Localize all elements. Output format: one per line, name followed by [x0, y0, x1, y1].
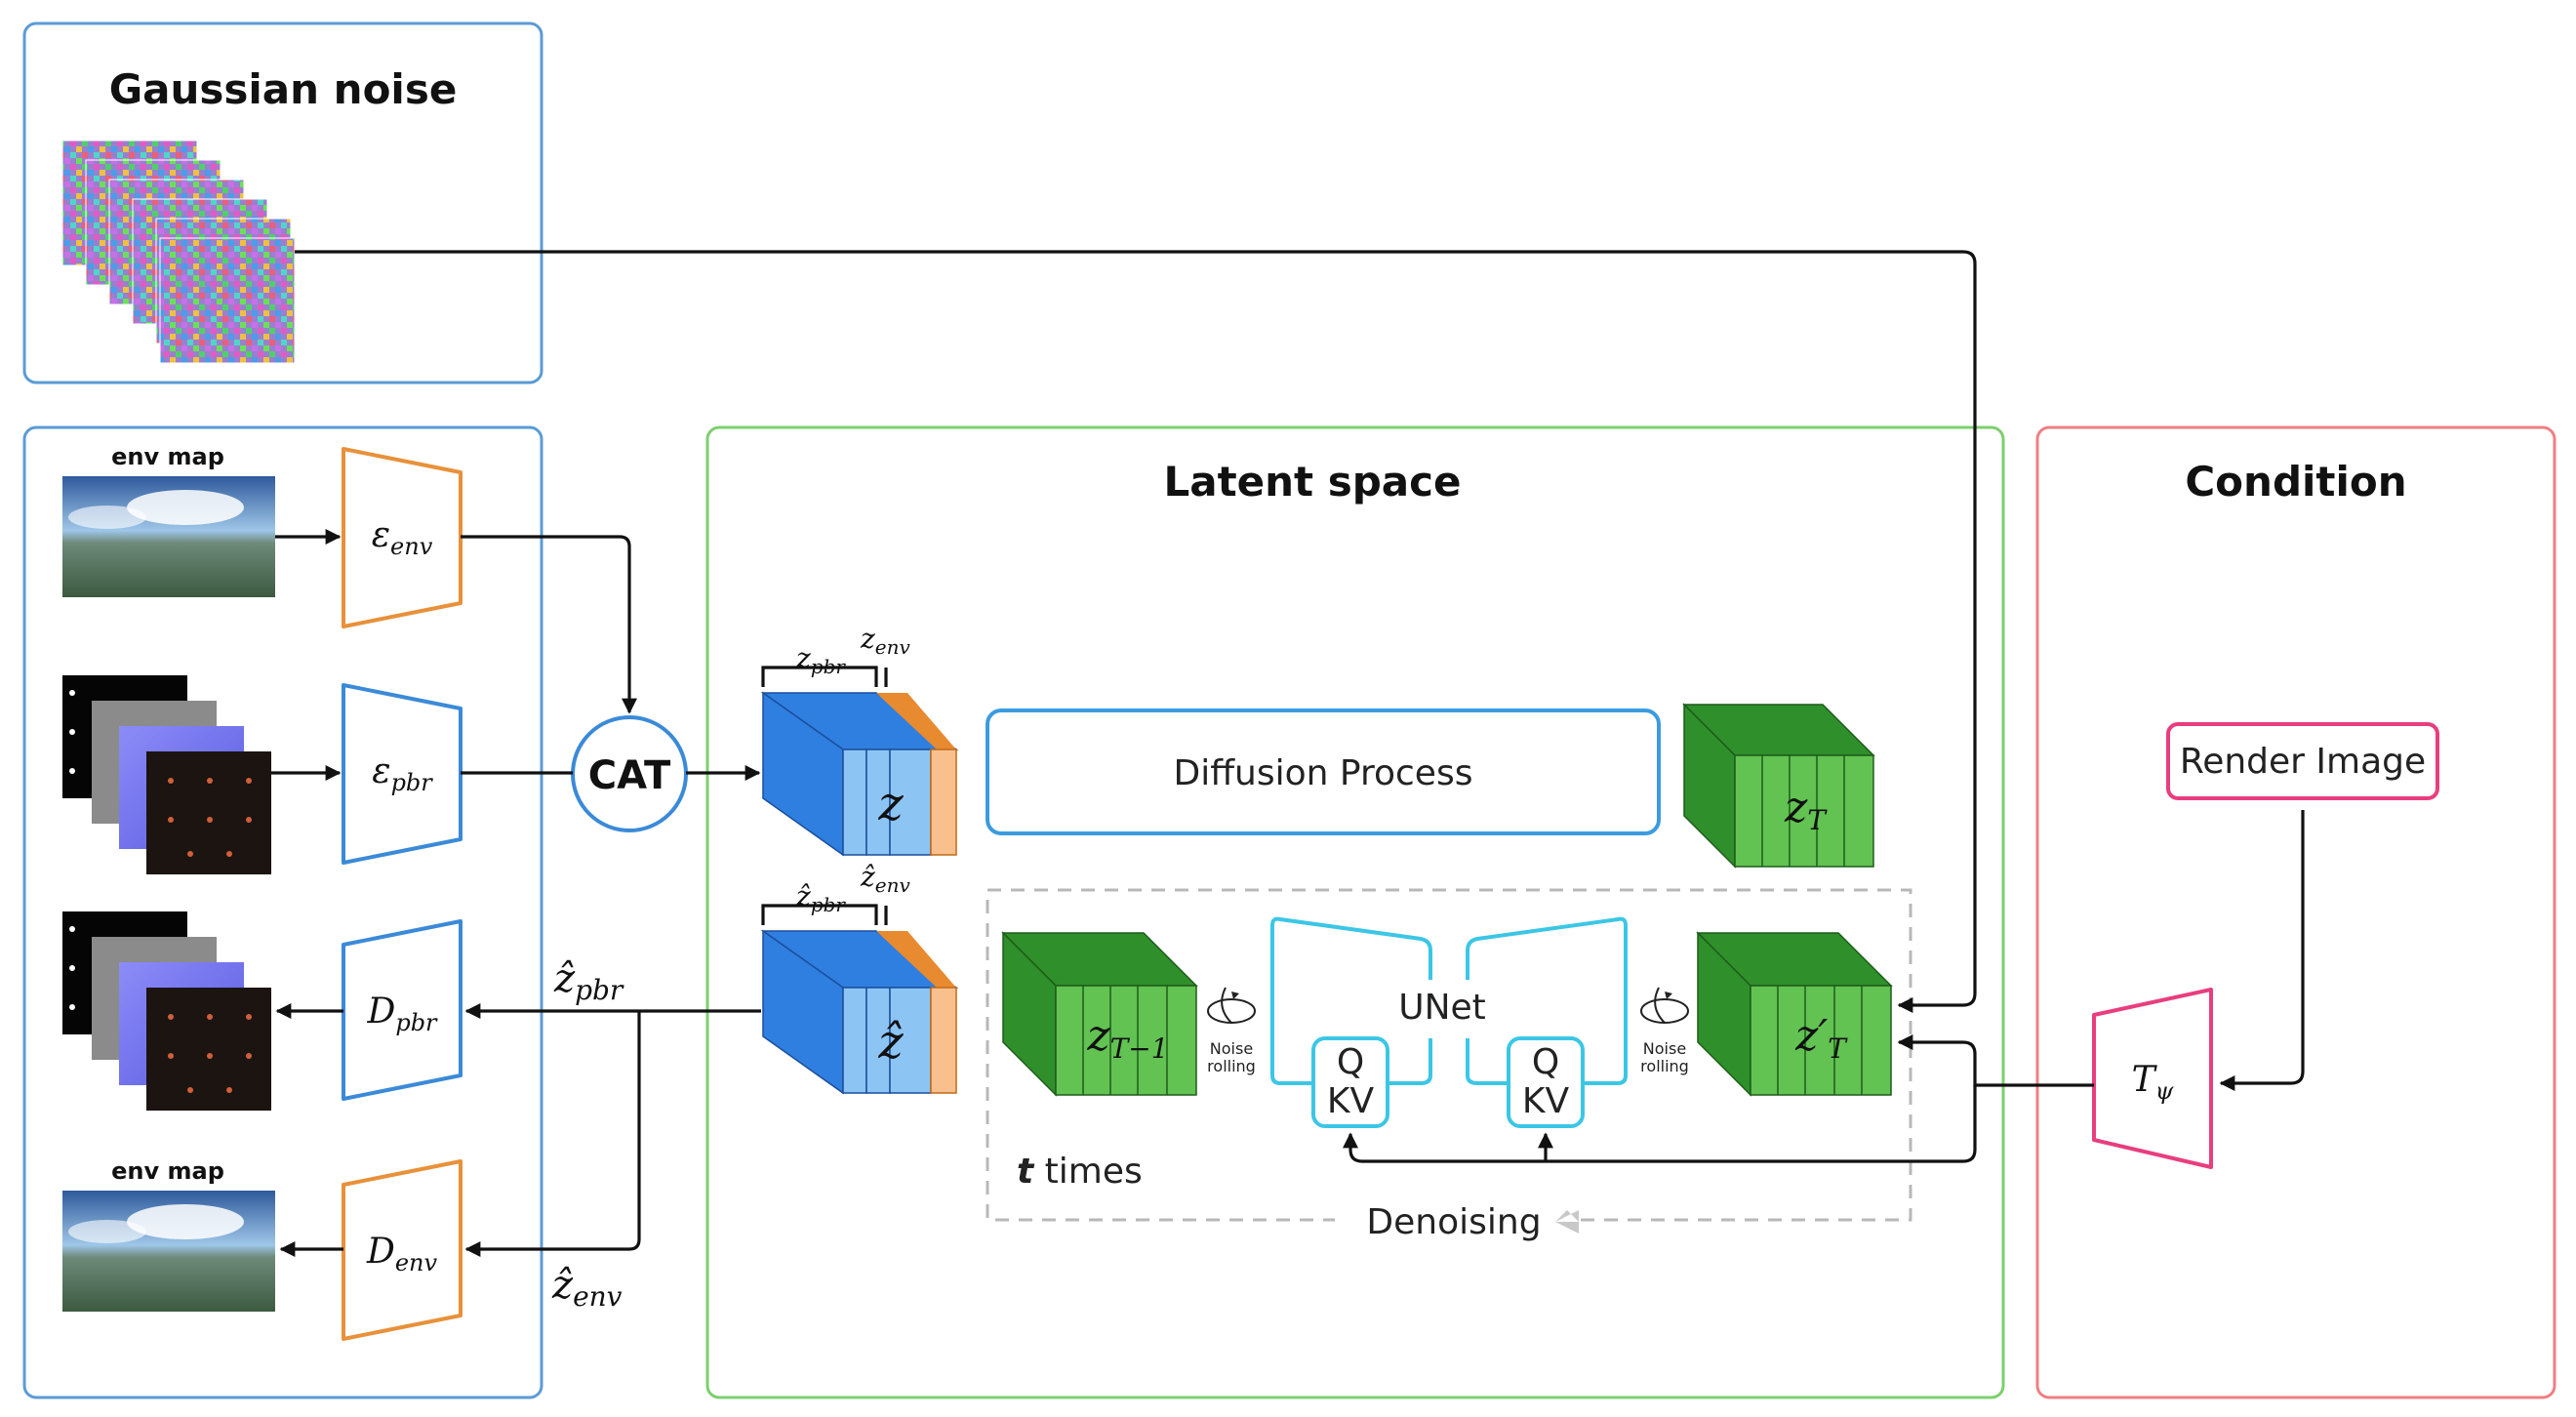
svg-text:CAT: CAT	[588, 753, 671, 798]
svg-text:εpbr: εpbr	[372, 751, 433, 796]
arrow-noise-to-z-T-prime	[295, 250, 1977, 1013]
condition-encoder-t-psi: Tψ	[2092, 988, 2213, 1169]
condition-title: Condition	[2185, 458, 2406, 506]
svg-text:ẑpbr: ẑpbr	[795, 880, 846, 916]
svg-text:z: z	[877, 777, 904, 831]
svg-text:Dpbr: Dpbr	[366, 992, 438, 1036]
env-map-image-bottom	[62, 1191, 275, 1312]
svg-text:KV: KV	[1327, 1081, 1375, 1121]
decoder-pbr: Dpbr	[342, 919, 463, 1101]
z-T-cube: zT	[1682, 703, 1875, 869]
denoising-arrow-icon	[1555, 1210, 1579, 1234]
svg-text:Q: Q	[1337, 1042, 1364, 1082]
noise-image-stack	[61, 140, 296, 364]
noise-rolling-icon-left: Noise rolling	[1207, 987, 1256, 1075]
latent-zhat-cube: ẑ	[760, 929, 959, 1095]
svg-text:Diffusion Process: Diffusion Process	[1174, 753, 1473, 793]
denoising-label: Denoising	[1366, 1202, 1541, 1242]
latent-space-title: Latent space	[1163, 458, 1461, 506]
svg-text:zpbr: zpbr	[795, 642, 846, 678]
svg-text:UNet: UNet	[1398, 988, 1486, 1028]
gaussian-noise-title: Gaussian noise	[109, 65, 458, 113]
svg-text:zT−1: zT−1	[1086, 1011, 1168, 1065]
arrow-render-to-t-psi	[2219, 810, 2305, 1091]
concat-node: CAT	[571, 715, 688, 832]
svg-text:εenv: εenv	[372, 515, 433, 560]
z-T-minus-1-cube: zT−1	[1001, 931, 1198, 1097]
env-map-image-top	[62, 476, 275, 597]
diffusion-process-box: Diffusion Process	[986, 708, 1661, 835]
svg-text:zT: zT	[1784, 783, 1828, 836]
svg-text:ẑenv: ẑenv	[860, 861, 910, 897]
arrow-zhat-to-decoder-env	[464, 1011, 641, 1257]
decoder-env: Denv	[342, 1159, 463, 1341]
zhat-pbr-output-label: ẑpbr	[553, 956, 624, 1006]
svg-text:Noise: Noise	[1643, 1039, 1686, 1058]
svg-text:Tψ: Tψ	[2132, 1060, 2175, 1105]
noise-rolling-icon-right: Noise rolling	[1640, 987, 1689, 1075]
latent-space-panel	[705, 425, 2005, 1399]
env-map-label-top: env map	[111, 443, 224, 470]
qkv-block-left: Q KV	[1311, 1036, 1389, 1128]
arrow-t-psi-to-qkv	[1343, 1085, 1977, 1163]
svg-text:Noise: Noise	[1210, 1039, 1253, 1058]
t-times-label: t times	[1017, 1152, 1143, 1192]
svg-text:Render Image: Render Image	[2180, 742, 2426, 782]
io-panel	[22, 425, 543, 1399]
latent-z-cube: z	[760, 691, 959, 857]
pbr-maps-output	[62, 911, 271, 1111]
unet-block: UNet	[1270, 916, 1628, 1085]
svg-text:rolling: rolling	[1207, 1057, 1256, 1075]
z-T-prime-cube: z′T	[1696, 931, 1893, 1097]
zhat-pbr-bracket: ẑpbr ẑenv	[761, 861, 910, 925]
svg-text:zenv: zenv	[860, 623, 910, 659]
zhat-env-output-label: ẑenv	[551, 1263, 623, 1313]
svg-text:ẑ: ẑ	[877, 1015, 904, 1070]
render-image-box: Render Image	[2166, 722, 2439, 800]
svg-text:Denv: Denv	[366, 1232, 438, 1276]
condition-panel	[2035, 425, 2556, 1399]
z-pbr-bracket: zpbr zenv	[761, 623, 910, 687]
svg-text:KV: KV	[1522, 1081, 1570, 1121]
env-map-label-bottom: env map	[111, 1157, 224, 1185]
svg-text:z′T: z′T	[1794, 1011, 1848, 1065]
arrow-t-psi-to-z-T-prime	[1897, 1034, 2094, 1087]
svg-text:Q: Q	[1532, 1042, 1559, 1082]
svg-text:rolling: rolling	[1640, 1057, 1689, 1075]
encoder-pbr: εpbr	[342, 683, 463, 865]
qkv-block-right: Q KV	[1507, 1036, 1585, 1128]
gaussian-noise-panel	[22, 21, 543, 385]
encoder-env: εenv	[342, 447, 463, 628]
pbr-maps-input	[62, 675, 271, 874]
arrow-encoder-env-to-cat	[461, 535, 637, 714]
